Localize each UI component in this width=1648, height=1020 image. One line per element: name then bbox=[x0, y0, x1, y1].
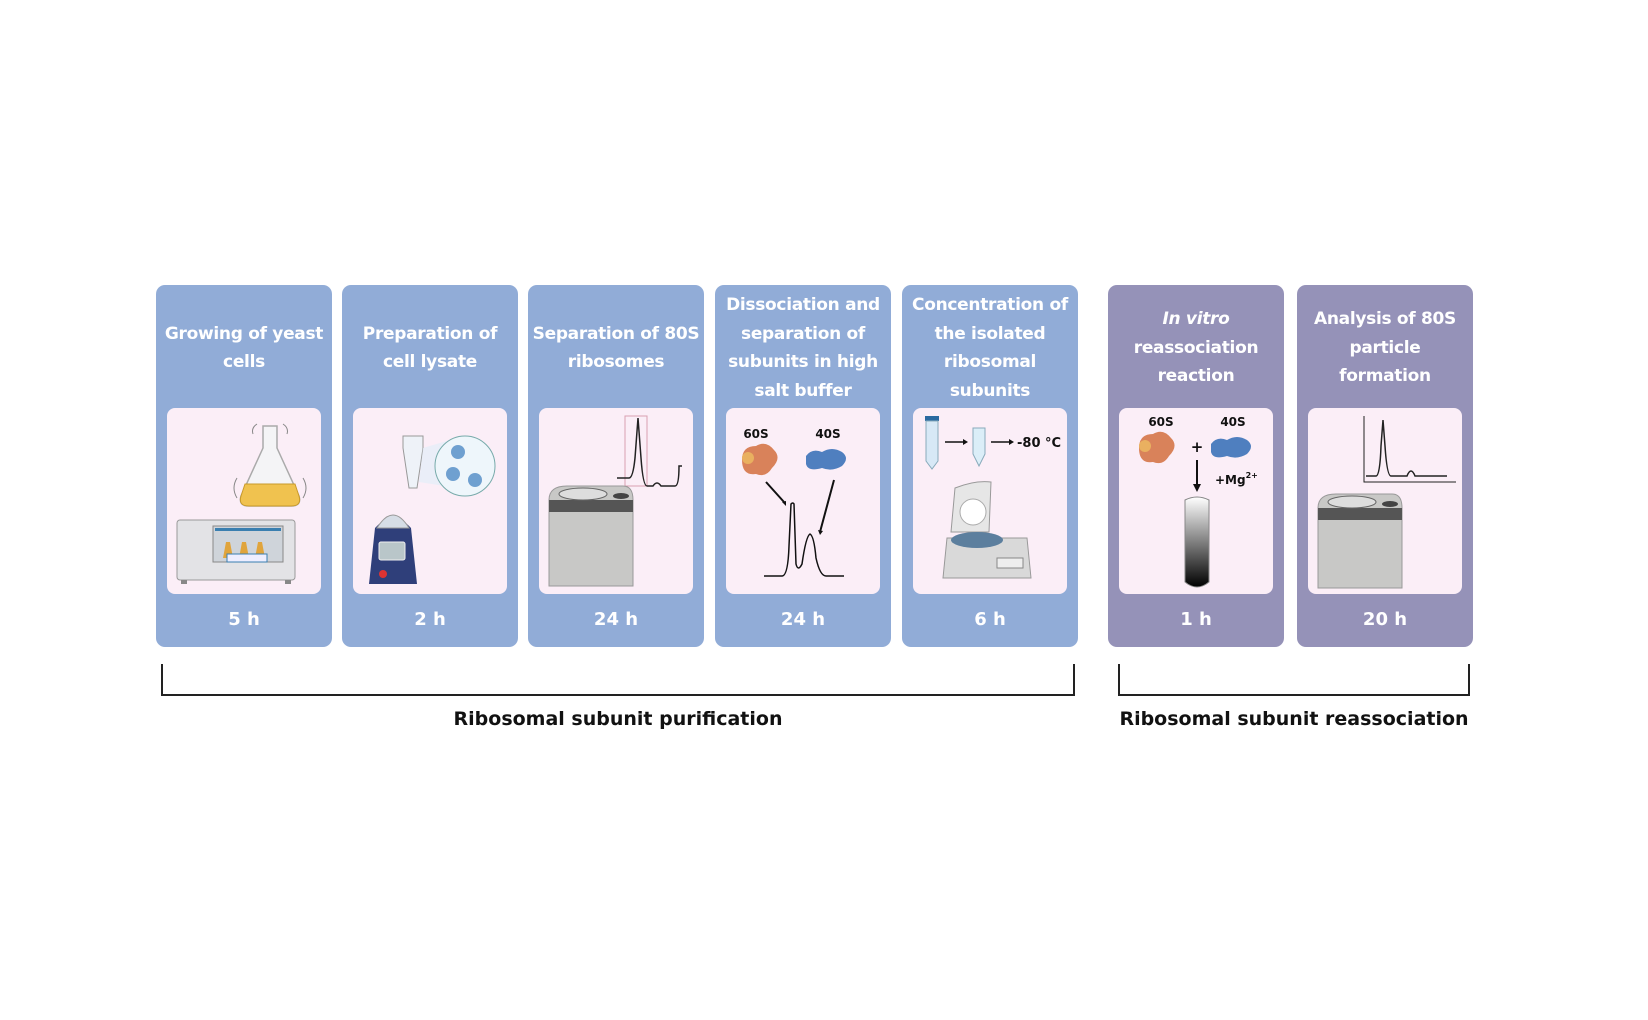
benchtop-centrifuge-icon bbox=[942, 481, 1032, 579]
profile-peaks-icon bbox=[764, 502, 844, 577]
step-card-in-vitro-reassociation: In vitro reassociation reaction 60S 40S +… bbox=[1108, 285, 1284, 647]
ultracentrifuge-icon bbox=[1317, 493, 1403, 589]
falcon-tube-icon bbox=[925, 416, 939, 470]
label-60s: 60S bbox=[743, 427, 768, 441]
40s-subunit-icon bbox=[1211, 437, 1251, 458]
arrow-icon bbox=[765, 479, 835, 533]
step-title-italic: In vitro bbox=[1162, 309, 1230, 330]
step-duration: 5 h bbox=[228, 609, 260, 630]
microtube-icon bbox=[972, 427, 986, 468]
gradient-tube-icon bbox=[1184, 496, 1210, 588]
60s-subunit-icon bbox=[742, 443, 778, 476]
plus-sign: + bbox=[1191, 438, 1204, 456]
step-title: In vitro reassociation reaction bbox=[1112, 291, 1280, 405]
step-title: Concentration of the isolated ribosomal … bbox=[912, 295, 1068, 401]
step-illustration bbox=[1308, 408, 1462, 594]
cells-magnified-icon bbox=[434, 435, 496, 497]
gradient-profile-icon bbox=[617, 415, 682, 487]
shaker-incubator-icon bbox=[176, 519, 296, 584]
step-card-80s-separation: Separation of 80S ribosomes 24 h bbox=[528, 285, 704, 647]
profile-chart-icon bbox=[1363, 416, 1456, 483]
step-title: Separation of 80S ribosomes bbox=[532, 323, 700, 373]
label-40s: 40S bbox=[1220, 415, 1245, 429]
step-card-subunit-dissociation: Dissociation and separation of subunits … bbox=[715, 285, 891, 647]
step-illustration bbox=[353, 408, 507, 594]
magnesium-label: +Mg2+ bbox=[1215, 471, 1258, 487]
step-title: Preparation of cell lysate bbox=[362, 323, 498, 373]
step-card-80s-analysis: Analysis of 80S particle formation 20 h bbox=[1297, 285, 1473, 647]
step-card-cell-lysate: Preparation of cell lysate 2 h bbox=[342, 285, 518, 647]
40s-subunit-icon bbox=[806, 449, 846, 470]
label-60s: 60S bbox=[1148, 415, 1173, 429]
storage-temperature: -80 °C bbox=[1017, 436, 1061, 451]
purification-bracket bbox=[161, 664, 1075, 696]
step-card-concentration: Concentration of the isolated ribosomal … bbox=[902, 285, 1078, 647]
flask-icon bbox=[233, 423, 307, 507]
step-card-growing-yeast: Growing of yeast cells 5 h bbox=[156, 285, 332, 647]
60s-subunit-icon bbox=[1139, 431, 1175, 464]
step-illustration bbox=[167, 408, 321, 594]
step-duration: 2 h bbox=[414, 609, 446, 630]
reassociation-bracket bbox=[1118, 664, 1470, 696]
step-illustration bbox=[539, 408, 693, 594]
step-duration: 1 h bbox=[1180, 609, 1212, 630]
step-duration: 24 h bbox=[780, 609, 826, 630]
homogenizer-icon bbox=[369, 514, 417, 584]
step-duration: 24 h bbox=[593, 609, 639, 630]
step-illustration: -80 °C bbox=[913, 408, 1067, 594]
step-illustration: 60S 40S bbox=[726, 408, 880, 594]
step-title: Dissociation and separation of subunits … bbox=[726, 295, 880, 401]
step-illustration: 60S 40S + +Mg2+ bbox=[1119, 408, 1273, 594]
step-duration: 6 h bbox=[974, 609, 1006, 630]
step-duration: 20 h bbox=[1362, 609, 1408, 630]
purification-group-label: Ribosomal subunit purification bbox=[453, 708, 783, 730]
ultracentrifuge-icon bbox=[548, 485, 634, 587]
step-title: Analysis of 80S particle formation bbox=[1313, 309, 1457, 387]
step-title: Growing of yeast cells bbox=[164, 323, 324, 373]
reassociation-group-label: Ribosomal subunit reassociation bbox=[1119, 708, 1469, 730]
label-40s: 40S bbox=[815, 427, 840, 441]
step-title-rest: reassociation reaction bbox=[1133, 337, 1259, 387]
